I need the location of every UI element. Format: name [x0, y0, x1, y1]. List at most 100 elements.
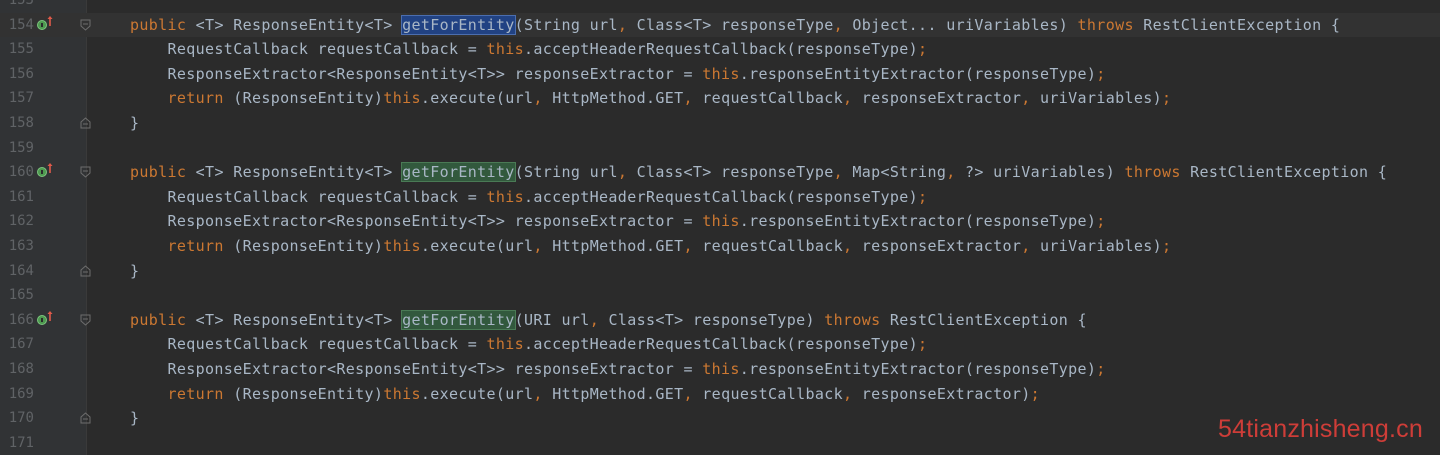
- keyword-token[interactable]: ,: [946, 163, 956, 182]
- code-token[interactable]: uriVariables): [1030, 89, 1162, 108]
- keyword-token[interactable]: ,: [533, 89, 543, 108]
- code-token[interactable]: RestClientException {: [1180, 163, 1388, 182]
- code-token[interactable]: .execute(url: [420, 237, 534, 255]
- code-token[interactable]: }: [130, 409, 140, 428]
- fold-close-icon[interactable]: [80, 259, 91, 284]
- keyword-token[interactable]: ,: [617, 15, 628, 34]
- code-line[interactable]: 155 RequestCallback requestCallback = th…: [0, 37, 1440, 62]
- code-token[interactable]: responseExtractor: [852, 237, 1022, 255]
- keyword-token[interactable]: ;: [1096, 64, 1106, 83]
- code-token[interactable]: Object... uriVariables): [843, 15, 1078, 34]
- code-text[interactable]: }: [130, 259, 139, 284]
- code-line[interactable]: 170}: [0, 406, 1440, 431]
- code-token[interactable]: Class<T> responseType: [627, 15, 834, 34]
- keyword-token[interactable]: ,: [843, 237, 853, 255]
- code-token[interactable]: }: [130, 114, 140, 132]
- line-number[interactable]: 167: [8, 336, 34, 353]
- code-token[interactable]: ResponseExtractor<ResponseEntity<T>> res…: [130, 64, 703, 83]
- code-token[interactable]: responseExtractor: [852, 89, 1022, 108]
- keyword-token[interactable]: ,: [1021, 89, 1031, 108]
- keyword-token[interactable]: public: [130, 163, 187, 182]
- highlighted-method-name[interactable]: getForEntity: [401, 309, 516, 330]
- keyword-token[interactable]: ;: [1096, 212, 1106, 231]
- keyword-token[interactable]: ;: [918, 40, 928, 59]
- code-token[interactable]: (String url: [514, 15, 618, 34]
- code-text[interactable]: public <T> ResponseEntity<T> getForEntit…: [130, 13, 1340, 38]
- code-line[interactable]: 168 ResponseExtractor<ResponseEntity<T>>…: [0, 357, 1440, 382]
- code-text[interactable]: RequestCallback requestCallback = this.a…: [130, 332, 928, 357]
- keyword-token[interactable]: this: [383, 89, 421, 108]
- line-number[interactable]: 168: [8, 361, 34, 377]
- line-number[interactable]: 154: [8, 16, 34, 33]
- keyword-token[interactable]: ,: [833, 163, 844, 182]
- keyword-token[interactable]: ,: [1021, 237, 1031, 255]
- code-text[interactable]: }: [130, 111, 139, 136]
- keyword-token[interactable]: return: [167, 237, 224, 255]
- code-text[interactable]: }: [130, 406, 139, 431]
- line-number[interactable]: 166: [8, 311, 34, 328]
- code-text[interactable]: RequestCallback requestCallback = this.a…: [130, 37, 928, 62]
- fold-close-icon[interactable]: [80, 111, 91, 136]
- code-token[interactable]: RestClientException {: [1133, 15, 1341, 34]
- code-line[interactable]: 158}: [0, 111, 1440, 136]
- code-line[interactable]: 169 return (ResponseEntity)this.execute(…: [0, 382, 1440, 407]
- code-token[interactable]: ?> uriVariables): [955, 163, 1125, 182]
- code-token[interactable]: [130, 385, 168, 403]
- code-line[interactable]: 165: [0, 283, 1440, 308]
- code-token[interactable]: <T> ResponseEntity<T>: [186, 310, 403, 329]
- code-token[interactable]: .execute(url: [420, 89, 534, 108]
- line-number[interactable]: 156: [8, 65, 34, 82]
- code-token[interactable]: .acceptHeaderRequestCallback(responseTyp…: [524, 40, 918, 59]
- code-line[interactable]: 154 public <T> ResponseEntity<T> getForEn…: [0, 12, 1440, 38]
- override-up-arrow-icon[interactable]: [36, 13, 54, 38]
- code-line[interactable]: 164}: [0, 259, 1440, 284]
- keyword-token[interactable]: ;: [1030, 384, 1041, 403]
- keyword-token[interactable]: ,: [843, 89, 853, 108]
- code-token[interactable]: [130, 89, 168, 107]
- keyword-token[interactable]: ,: [683, 89, 693, 108]
- code-line[interactable]: 162 ResponseExtractor<ResponseEntity<T>>…: [0, 209, 1440, 234]
- code-token[interactable]: Class<T> responseType: [627, 163, 834, 182]
- highlighted-method-name[interactable]: getForEntity: [401, 162, 516, 183]
- code-token[interactable]: .responseEntityExtractor(responseType): [739, 212, 1097, 231]
- code-token[interactable]: HttpMethod.GET: [542, 89, 684, 108]
- line-number[interactable]: 165: [8, 287, 34, 304]
- code-text[interactable]: return (ResponseEntity)this.execute(url,…: [130, 86, 1171, 111]
- code-token[interactable]: requestCallback: [692, 89, 844, 108]
- code-token[interactable]: RequestCallback requestCallback =: [130, 187, 487, 206]
- keyword-token[interactable]: ;: [918, 335, 928, 354]
- code-text[interactable]: public <T> ResponseEntity<T> getForEntit…: [130, 160, 1387, 185]
- keyword-token[interactable]: this: [383, 384, 421, 403]
- keyword-token[interactable]: throws: [1077, 15, 1134, 34]
- line-number[interactable]: 161: [8, 188, 34, 205]
- keyword-token[interactable]: throws: [824, 310, 881, 329]
- keyword-token[interactable]: ,: [617, 163, 628, 182]
- line-number[interactable]: 157: [8, 90, 34, 107]
- code-token[interactable]: }: [130, 261, 140, 280]
- code-token[interactable]: HttpMethod.GET: [542, 384, 684, 403]
- keyword-token[interactable]: this: [383, 237, 421, 255]
- code-line[interactable]: 153: [0, 0, 1440, 13]
- keyword-token[interactable]: this: [702, 64, 740, 83]
- code-token[interactable]: (ResponseEntity): [223, 384, 384, 403]
- line-number[interactable]: 164: [8, 262, 34, 279]
- code-line[interactable]: 171: [0, 431, 1440, 455]
- line-number[interactable]: 159: [8, 139, 34, 156]
- override-up-arrow-icon[interactable]: [36, 160, 54, 185]
- code-text[interactable]: return (ResponseEntity)this.execute(url,…: [130, 234, 1171, 259]
- code-token[interactable]: [130, 237, 168, 255]
- code-token[interactable]: .acceptHeaderRequestCallback(responseTyp…: [524, 335, 918, 354]
- code-token[interactable]: RequestCallback requestCallback =: [130, 40, 487, 59]
- code-token[interactable]: (URI url: [514, 310, 590, 329]
- code-text[interactable]: RequestCallback requestCallback = this.a…: [130, 185, 928, 210]
- keyword-token[interactable]: ;: [918, 187, 928, 206]
- line-number[interactable]: 162: [8, 213, 34, 230]
- line-number[interactable]: 170: [8, 410, 34, 427]
- keyword-token[interactable]: return: [167, 89, 224, 108]
- keyword-token[interactable]: this: [486, 187, 524, 206]
- code-token[interactable]: requestCallback: [692, 237, 844, 255]
- code-line[interactable]: 156 ResponseExtractor<ResponseEntity<T>>…: [0, 62, 1440, 87]
